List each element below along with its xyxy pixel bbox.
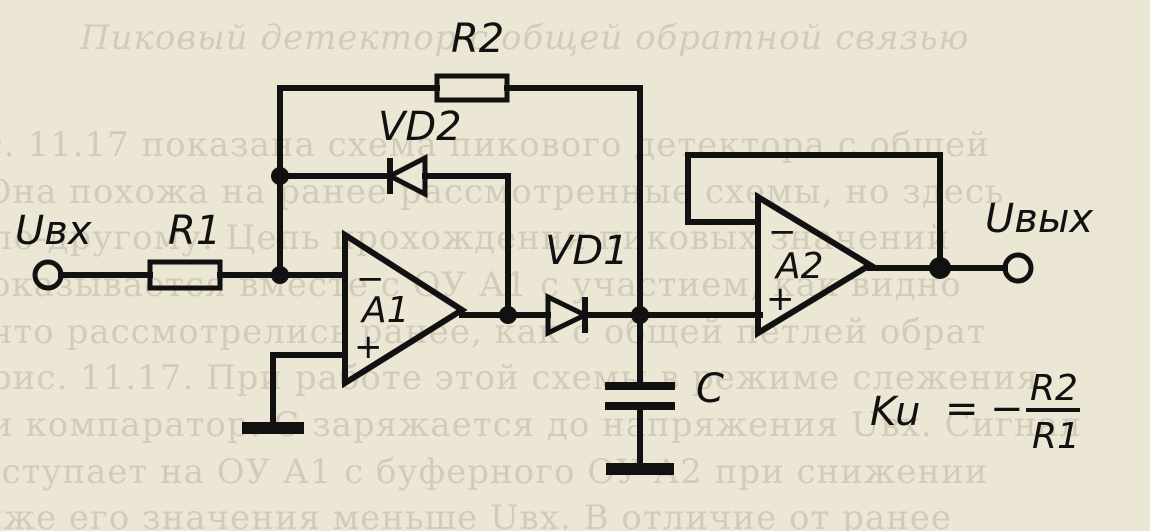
bg-line: оказывается вместе с ОУ А1 с участием, к…: [0, 265, 962, 305]
bg-line: ис. 11.17 показана схема пикового детект…: [0, 125, 990, 165]
bg-line: по-другому. Цепь прохождения пиковых зна…: [0, 218, 951, 258]
label-vd2: VD2: [378, 104, 462, 150]
gain-formula: Ku = − R2 R1: [870, 368, 1080, 457]
formula-denominator: R1: [1032, 416, 1080, 457]
input-terminal: [32, 259, 64, 291]
a2-minus-sign: −: [768, 212, 797, 252]
bg-line: оступает на ОУ А1 с буферного ОУ А2 при …: [0, 452, 989, 492]
diode-vd1: [545, 293, 591, 337]
a2-plus-sign: +: [766, 279, 795, 319]
formula-minus: −: [990, 386, 1024, 432]
label-a1: A1: [360, 290, 410, 331]
label-r1: R1: [168, 208, 221, 254]
bg-line: и компаратор. С заряжается до напряжения…: [0, 405, 1082, 445]
formula-numerator: R2: [1030, 368, 1078, 409]
junction-a1-out: [499, 306, 517, 324]
resistor-r1: [147, 259, 223, 291]
label-uin: Uвх: [15, 208, 92, 254]
label-a2: A2: [774, 246, 824, 287]
formula-ku: Ku: [870, 389, 921, 435]
label-c: C: [696, 366, 724, 412]
output-terminal: [1002, 252, 1034, 284]
bg-line: что рассмотрелись ранее, как с общей пет…: [0, 312, 987, 352]
resistor-r2: [434, 73, 510, 103]
bg-line: рис. 11.17. При работе этой схемы в режи…: [0, 358, 1040, 398]
junction-output: [929, 257, 951, 279]
formula-equals: =: [945, 386, 979, 432]
label-uout: Uвых: [985, 196, 1093, 242]
a1-minus-sign: −: [356, 259, 385, 299]
a1-plus-sign: +: [354, 327, 383, 367]
opamp-a1: [342, 229, 468, 389]
label-r2: R2: [451, 16, 504, 62]
bg-line: иже его значения меньше Uвх. В отличие о…: [0, 498, 953, 531]
label-vd1: VD1: [545, 228, 629, 274]
bg-title: Пиковый детектор с общей обратной связью: [80, 18, 970, 58]
diode-vd2: [384, 153, 428, 199]
opamp-a2: [755, 191, 876, 339]
